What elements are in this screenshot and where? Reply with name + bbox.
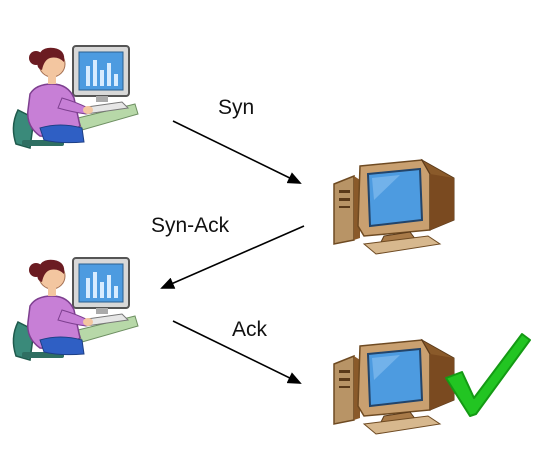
client-computer-top [12, 45, 139, 149]
syn-arrow [172, 120, 302, 184]
ack-arrow [172, 320, 302, 384]
client-computer-bottom [12, 257, 139, 361]
server-computer-top [333, 159, 455, 255]
server-computer-bottom [333, 339, 455, 435]
syn-ack-label: Syn-Ack [151, 214, 230, 237]
syn-ack-arrow [160, 225, 305, 289]
syn-label: Syn [218, 96, 254, 119]
ack-label: Ack [232, 318, 268, 341]
checkmark-icon [445, 333, 531, 417]
